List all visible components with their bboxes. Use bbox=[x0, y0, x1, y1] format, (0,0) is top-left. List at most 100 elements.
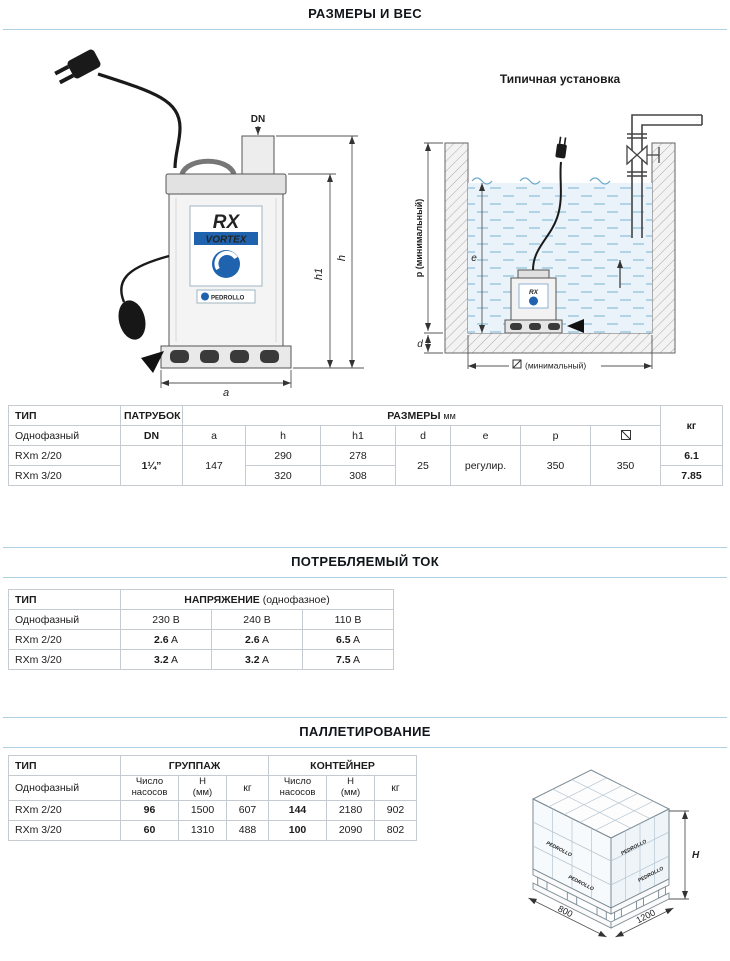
col-header-p: p bbox=[520, 425, 591, 446]
dimension-a-label: a bbox=[223, 387, 229, 398]
dimension-h1-label: h1 bbox=[313, 268, 325, 280]
dn-value-cell: 1¼” bbox=[120, 445, 183, 486]
h1-value-cell: 278 bbox=[320, 445, 396, 466]
col-header-group: ГРУППАЖ bbox=[119, 755, 270, 776]
col-header-type: ТИП bbox=[8, 589, 121, 610]
installed-pump-cable bbox=[532, 161, 562, 271]
svg-text:(минимальный): (минимальный) bbox=[525, 361, 586, 371]
pointer-arrow bbox=[567, 319, 584, 333]
model-cell: RXm 2/20 bbox=[8, 445, 121, 466]
model-cell: RXm 3/20 bbox=[8, 819, 121, 841]
dimension-h-label: h bbox=[336, 255, 348, 261]
dimension-e-label: e bbox=[471, 253, 477, 264]
phase-label: Однофазный bbox=[8, 609, 121, 630]
col-header-h1: h1 bbox=[320, 425, 396, 446]
min-square-value-cell: 350 bbox=[590, 445, 661, 486]
height-cell: 1310 bbox=[178, 819, 227, 841]
power-cable bbox=[97, 72, 182, 169]
col-header-dimensions: РАЗМЕРЫ мм bbox=[182, 405, 661, 426]
col-header-port: ПАТРУБОК bbox=[120, 405, 183, 426]
dimension-lines bbox=[160, 135, 364, 388]
amps-cell: 2.6 A bbox=[211, 629, 303, 650]
float-cable bbox=[120, 254, 170, 303]
water-surface bbox=[471, 177, 611, 185]
amps-cell: 6.5 A bbox=[302, 629, 394, 650]
col-header-type: ТИП bbox=[8, 405, 121, 426]
pump-brand-label: PEDROLLO bbox=[211, 296, 245, 302]
p-value-cell: 350 bbox=[520, 445, 591, 486]
h1-value-cell: 308 bbox=[320, 465, 396, 486]
col-header-a: a bbox=[182, 425, 246, 446]
amps-cell: 7.5 A bbox=[302, 649, 394, 670]
square-diagonal-icon bbox=[512, 359, 522, 369]
model-cell: RXm 3/20 bbox=[8, 649, 121, 670]
kg-value-cell: 6.1 bbox=[660, 445, 723, 466]
d-value-cell: 25 bbox=[395, 445, 451, 486]
kg-cell: 488 bbox=[225, 819, 270, 841]
a-value-cell: 147 bbox=[182, 445, 246, 486]
height-cell: 1500 bbox=[178, 799, 227, 821]
col-header-type: ТИП bbox=[8, 755, 121, 776]
min-square-dimension-label: (минимальный) bbox=[509, 356, 601, 372]
col-header-kg: кг bbox=[660, 405, 723, 446]
pump-base bbox=[160, 345, 292, 369]
model-cell: RXm 3/20 bbox=[8, 465, 121, 486]
dimensions-weight-table: ТИП ПАТРУБОК РАЗМЕРЫ мм кг Однофазный DN… bbox=[8, 405, 723, 486]
kg-cell: 607 bbox=[225, 799, 270, 821]
amps-cell: 3.2 A bbox=[120, 649, 212, 670]
current-consumption-table: ТИП НАПРЯЖЕНИЕ (однофазное) Однофазный 2… bbox=[8, 589, 394, 670]
voltage-230: 230 В bbox=[120, 609, 212, 630]
count-cell: 144 bbox=[268, 799, 328, 821]
col-header-kg: кг bbox=[374, 775, 418, 801]
section-header-current: ПОТРЕБЛЯЕМЫЙ ТОК bbox=[3, 547, 727, 578]
col-header-h: h bbox=[245, 425, 321, 446]
power-plug-icon bbox=[54, 49, 101, 85]
e-value-cell: регулир. bbox=[450, 445, 521, 486]
square-diagonal-icon bbox=[620, 429, 631, 440]
col-header-d: d bbox=[395, 425, 451, 446]
voltage-240: 240 В bbox=[211, 609, 303, 630]
voltage-110: 110 В bbox=[302, 609, 394, 630]
dimension-p-label: p (минимальный) bbox=[414, 199, 424, 278]
installation-title: Типичная установка bbox=[499, 72, 621, 86]
height-cell: 2090 bbox=[326, 819, 376, 841]
pallet-load-drawing: PEDROLLO PEDROLLO PEDROLLO PEDROLLO bbox=[528, 769, 700, 938]
pump-label-plate: RX VORTEX bbox=[189, 205, 263, 287]
count-cell: 100 bbox=[268, 819, 328, 841]
h-value-cell: 290 bbox=[245, 445, 321, 466]
kg-cell: 902 bbox=[374, 799, 418, 821]
installed-pump: RX bbox=[504, 269, 563, 334]
dimension-H-label: H bbox=[692, 850, 700, 861]
col-header-height-mm: H(мм) bbox=[326, 775, 376, 801]
pallet-dimension-lines bbox=[528, 810, 689, 938]
phase-label: Однофазный bbox=[8, 425, 121, 446]
h-value-cell: 320 bbox=[245, 465, 321, 486]
amps-cell: 2.6 A bbox=[120, 629, 212, 650]
col-header-kg: кг bbox=[225, 775, 270, 801]
col-header-min-square bbox=[590, 425, 661, 446]
gate-valve-icon bbox=[626, 144, 660, 166]
count-cell: 60 bbox=[120, 819, 179, 841]
col-header-e: e bbox=[450, 425, 521, 446]
col-header-container: КОНТЕЙНЕР bbox=[268, 755, 418, 776]
installation-drawing: RX p (минимальный) e bbox=[414, 114, 703, 372]
installation-drawing-block: Типичная установка bbox=[404, 72, 716, 383]
phase-label: Однофазный bbox=[8, 775, 121, 801]
dn-dimension-label: DN bbox=[251, 114, 265, 125]
pump-series-label: VORTEX bbox=[206, 235, 248, 246]
pump-brand-strip: PEDROLLO bbox=[196, 289, 256, 304]
pointer-arrow bbox=[141, 351, 164, 373]
float-switch bbox=[118, 300, 146, 340]
col-header-voltage: НАПРЯЖЕНИЕ (однофазное) bbox=[120, 589, 394, 610]
section-header-dimensions: РАЗМЕРЫ И ВЕС bbox=[3, 0, 727, 30]
model-cell: RXm 2/20 bbox=[8, 799, 121, 821]
col-header-dn: DN bbox=[120, 425, 183, 446]
kg-value-cell: 7.85 bbox=[660, 465, 723, 486]
discharge-pipe bbox=[627, 114, 703, 238]
installed-pump-model: RX bbox=[529, 289, 539, 296]
hanging-plug-icon bbox=[555, 136, 567, 159]
